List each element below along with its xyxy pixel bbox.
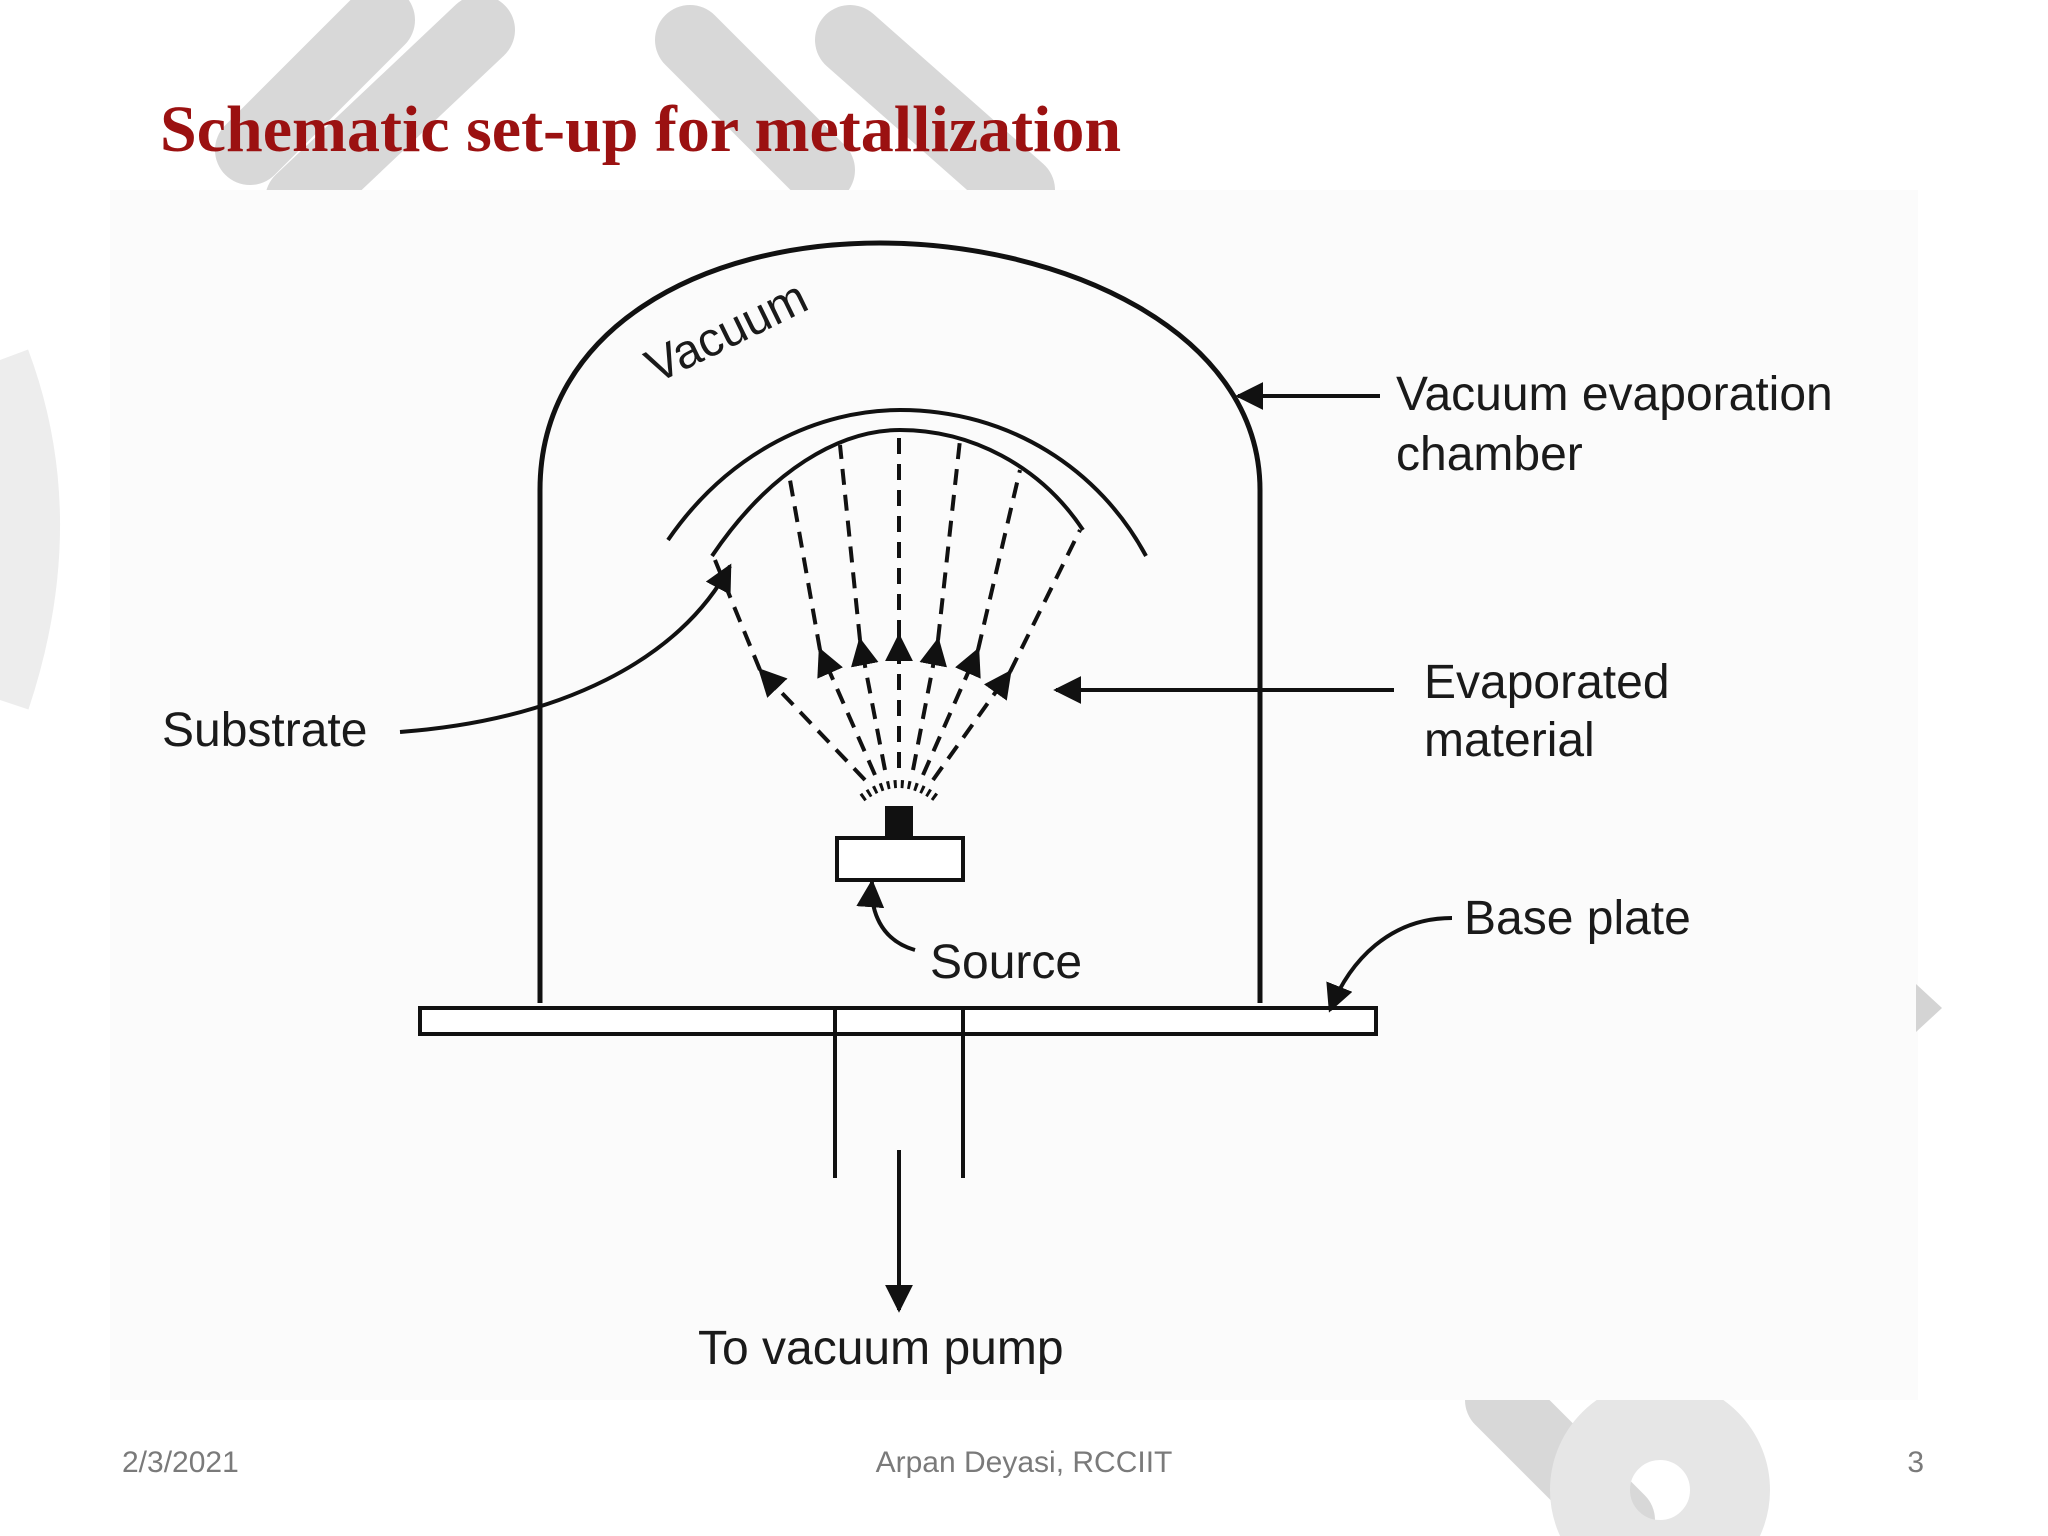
substrate-leader-line — [399, 563, 732, 734]
footer-page-number: 3 — [1907, 1446, 1924, 1479]
label-chamber-line1: Vacuum evaporation — [1396, 368, 1833, 421]
label-evaporated-line2: material — [1424, 714, 1595, 767]
slide-title: Schematic set-up for metallization — [160, 93, 1122, 166]
next-slide-arrow-icon[interactable] — [1914, 982, 1944, 1034]
vacuum-chamber — [537, 240, 1263, 1003]
label-chamber-line2: chamber — [1396, 428, 1583, 481]
label-substrate: Substrate — [162, 704, 367, 757]
base-plate-leader-line — [1326, 916, 1453, 1013]
label-source: Source — [930, 936, 1082, 989]
base-plate — [418, 1006, 1378, 1036]
source-material — [885, 806, 913, 838]
label-pump: To vacuum pump — [698, 1322, 1064, 1375]
label-vacuum: Vacuum — [638, 271, 816, 394]
source-emission-fan — [859, 780, 939, 802]
footer-date: 2/3/2021 — [122, 1446, 239, 1479]
substrate-inner-arc — [710, 427, 1085, 558]
evaporated-material-streams — [713, 430, 1082, 782]
figure-panel — [110, 190, 1918, 1400]
source-block — [835, 836, 965, 882]
substrate-outer-arc — [666, 407, 1148, 557]
label-base-plate: Base plate — [1464, 892, 1691, 945]
footer-author: Arpan Deyasi, RCCIIT — [875, 1446, 1173, 1479]
source-leader-line — [856, 879, 916, 952]
label-evaporated-line1: Evaporated — [1424, 656, 1670, 709]
